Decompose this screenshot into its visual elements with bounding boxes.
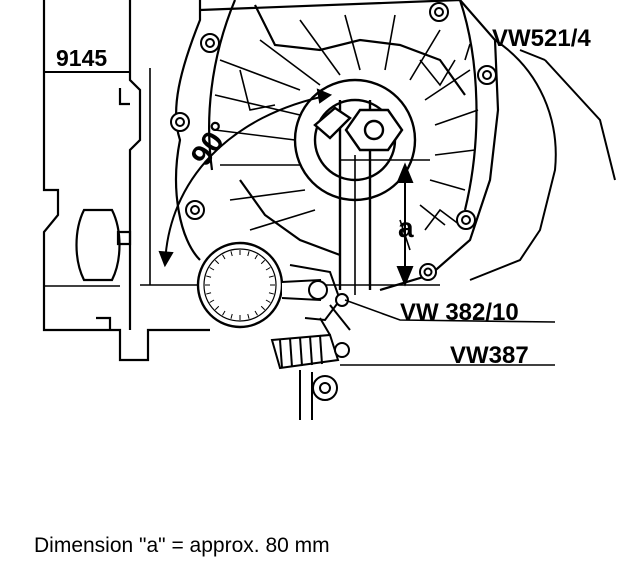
dial-gauge: [196, 241, 342, 329]
housing-right: [469, 39, 616, 281]
gauge-tick: [265, 299, 271, 303]
clamp-vw387: [270, 293, 351, 420]
gauge-tick: [214, 305, 220, 311]
label-9145: 9145: [56, 45, 107, 71]
bolt-bosses: [170, 2, 497, 281]
gauge-tick: [268, 275, 274, 278]
gauge-tick: [260, 259, 266, 265]
label-dimension-a: a: [398, 212, 414, 243]
label-vw382-10: VW 382/10: [400, 299, 519, 326]
label-vw387: VW387: [450, 342, 529, 369]
gauge-tick: [230, 313, 233, 319]
gearbox-housing: [42, 0, 210, 362]
gauge-tick: [209, 299, 215, 303]
angle-arc: [158, 88, 333, 268]
gauge-tick: [206, 275, 212, 278]
gauge-tick: [260, 305, 266, 311]
leader-lines: [340, 43, 556, 366]
gauge-tick: [268, 292, 274, 295]
gauge-tick: [247, 313, 250, 319]
label-vw521-4: VW521/4: [492, 25, 591, 52]
gauge-tick: [222, 254, 226, 260]
gauge-tick: [247, 251, 250, 257]
gauge-tick: [254, 254, 258, 260]
gauge-tick: [222, 310, 226, 316]
gauge-tick: [206, 292, 212, 295]
gauge-tick: [209, 267, 215, 271]
gauge-tick: [230, 251, 233, 257]
gauge-tick: [265, 267, 271, 271]
gauge-tick: [254, 310, 258, 316]
dimension-a-arrow: [396, 162, 414, 287]
gauge-tick: [214, 259, 220, 265]
label-angle-90: 90°: [185, 116, 238, 172]
figure-caption: Dimension "a" = approx. 80 mm: [34, 534, 330, 557]
bell-housing-flange: [174, 0, 500, 292]
